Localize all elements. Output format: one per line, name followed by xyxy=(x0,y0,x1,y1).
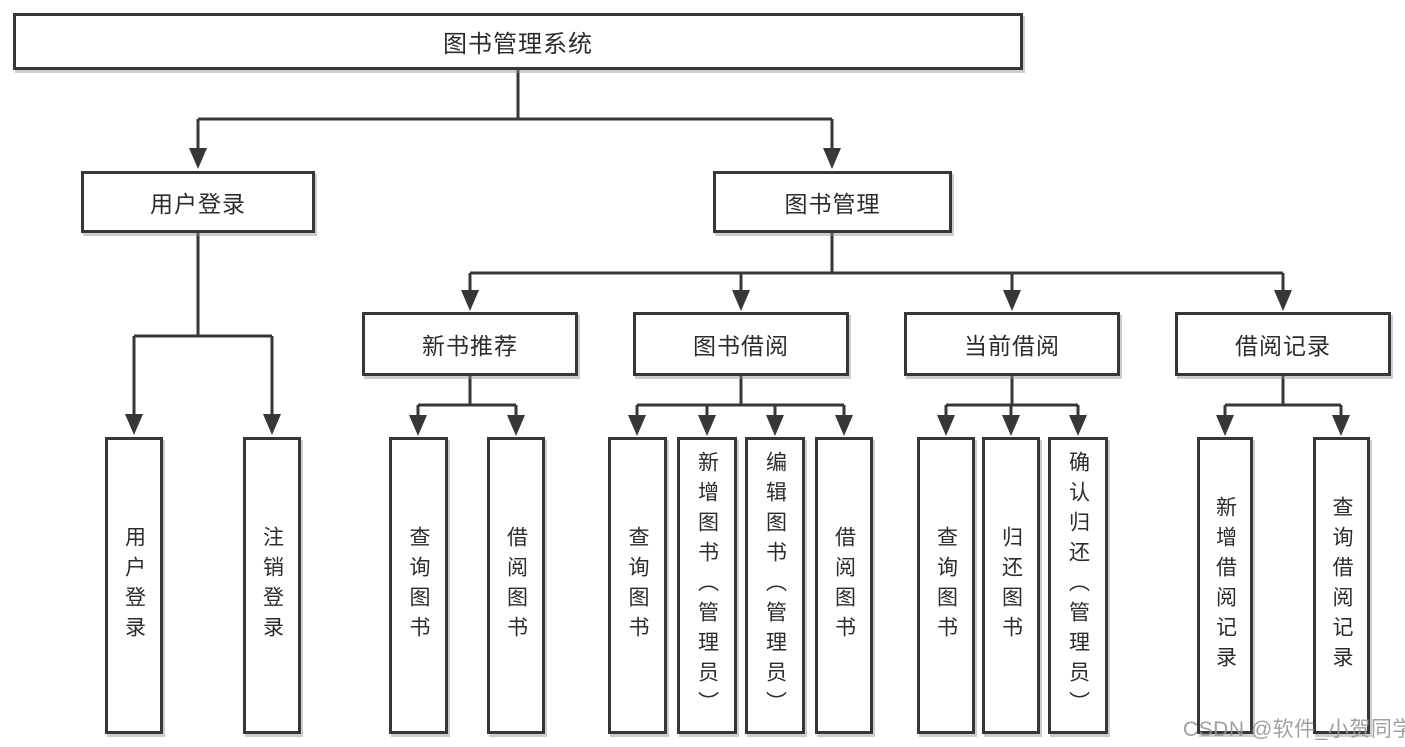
node-leaf-query-borrow-record: 查询借阅记录 xyxy=(1313,437,1370,734)
node-book-management: 图书管理 xyxy=(713,171,952,233)
node-leaf-query-books-current: 查询图书 xyxy=(917,437,975,734)
node-label: 查询图书 xyxy=(626,525,649,646)
node-label: 新增图书（管理员） xyxy=(695,450,719,721)
arrow-icon xyxy=(263,414,281,435)
arrow-icon xyxy=(628,415,646,436)
node-leaf-add-book-admin: 新增图书（管理员） xyxy=(677,437,737,734)
arrow-icon xyxy=(766,415,784,436)
node-leaf-user-login: 用户登录 xyxy=(105,437,163,734)
connector-paths xyxy=(132,70,1343,417)
arrow-icon xyxy=(1069,415,1087,436)
csdn-watermark: CSDN @软件_小贺同学 xyxy=(1183,718,1405,741)
node-new-book-recommendation: 新书推荐 xyxy=(362,312,578,376)
node-label: 查询借阅记录 xyxy=(1330,495,1353,676)
node-label: 用户登录 xyxy=(122,525,146,646)
arrow-icon xyxy=(1002,415,1020,436)
wire-records-children xyxy=(1223,376,1343,417)
wire-borrowing-children xyxy=(635,376,846,417)
wire-root-to-level2 xyxy=(196,70,834,150)
node-label: 归还图书 xyxy=(999,525,1023,646)
node-user-login: 用户登录 xyxy=(81,171,315,233)
node-label: 借阅图书 xyxy=(832,525,856,646)
arrow-icon xyxy=(1274,290,1292,311)
wire-current-children xyxy=(944,376,1080,417)
arrow-icon xyxy=(461,290,479,311)
wire-user-login-children xyxy=(132,233,274,416)
node-label: 编辑图书（管理员） xyxy=(763,450,787,721)
arrow-icon xyxy=(1332,415,1350,436)
node-leaf-logout: 注销登录 xyxy=(243,437,301,734)
arrow-icon xyxy=(698,415,716,436)
node-leaf-borrow-books-borrow: 借阅图书 xyxy=(815,437,873,734)
arrow-icon xyxy=(732,290,750,311)
node-label: 查询图书 xyxy=(407,525,430,646)
node-label: 注销登录 xyxy=(260,525,284,646)
arrow-icon xyxy=(507,415,525,436)
node-leaf-return-books: 归还图书 xyxy=(982,437,1040,734)
node-current-borrowing: 当前借阅 xyxy=(904,312,1120,376)
node-label: 确认归还（管理员） xyxy=(1066,450,1090,721)
arrow-icon xyxy=(835,415,853,436)
arrowheads xyxy=(125,148,1350,436)
arrow-icon xyxy=(125,414,143,435)
node-label: 新增借阅记录 xyxy=(1213,495,1237,676)
node-borrowing-records: 借阅记录 xyxy=(1175,312,1391,376)
arrow-icon xyxy=(1216,415,1234,436)
node-leaf-borrow-books-recommend: 借阅图书 xyxy=(487,437,545,734)
arrow-icon xyxy=(1003,290,1021,311)
node-leaf-query-books-recommend: 查询图书 xyxy=(389,437,448,734)
node-library-management-system: 图书管理系统 xyxy=(13,13,1023,70)
node-leaf-confirm-return-admin: 确认归还（管理员） xyxy=(1048,437,1108,734)
wire-new-book-children xyxy=(416,376,518,417)
node-leaf-query-books-borrow: 查询图书 xyxy=(608,437,667,734)
arrow-icon xyxy=(937,415,955,436)
node-label: 借阅图书 xyxy=(504,525,528,646)
arrow-icon xyxy=(189,148,207,169)
arrow-icon xyxy=(409,415,427,436)
node-leaf-add-borrow-record: 新增借阅记录 xyxy=(1197,437,1253,734)
node-leaf-edit-book-admin: 编辑图书（管理员） xyxy=(745,437,805,734)
wire-book-management-children xyxy=(468,233,1285,292)
node-book-borrowing: 图书借阅 xyxy=(633,312,849,376)
node-label: 查询图书 xyxy=(934,525,958,646)
arrow-icon xyxy=(823,148,841,169)
